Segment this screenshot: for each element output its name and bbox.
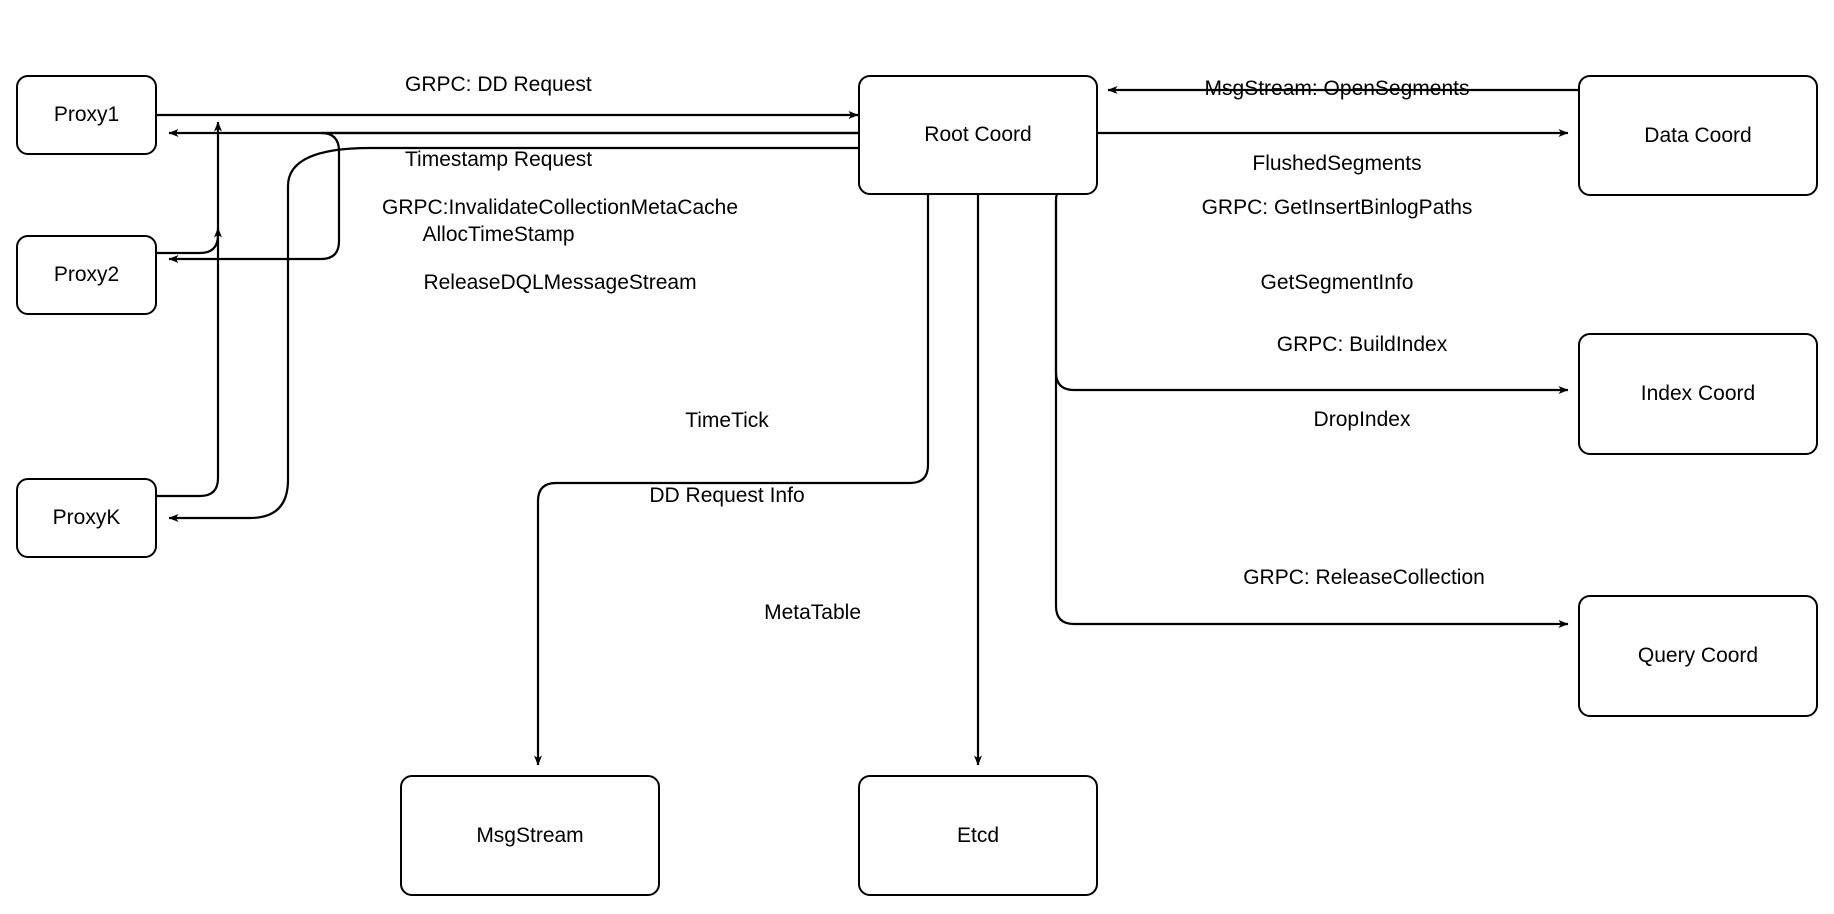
edge-label-root-to-proxy: GRPC:InvalidateCollectionMetaCache Relea… (382, 145, 738, 345)
node-msgstream-label: MsgStream (476, 823, 584, 847)
node-index-coord[interactable]: Index Coord (1578, 333, 1818, 455)
edge-proxyk-to-bus (157, 121, 222, 498)
edge-label-line: Timestamp Request (405, 148, 593, 171)
edge-label-line: GRPC: BuildIndex (1276, 333, 1448, 356)
node-root-coord[interactable]: Root Coord (858, 75, 1098, 195)
edge-label-root-to-indexcoord: GRPC: BuildIndex DropIndex (1277, 282, 1447, 482)
edge-label-root-to-msgstream: TimeTick DD Request Info (649, 358, 804, 558)
edge-label-line: GetSegmentInfo (1260, 271, 1414, 294)
edge-label-proxy-to-root: GRPC: DD Request Timestamp Request Alloc… (405, 22, 592, 297)
edge-label-line: GRPC: GetInsertBinlogPaths (1201, 196, 1473, 219)
node-etcd[interactable]: Etcd (858, 775, 1098, 896)
edge-label-line: DropIndex (1313, 408, 1411, 431)
edge-label-line: GRPC: DD Request (405, 73, 592, 96)
edge-label-line: ReleaseDQLMessageStream (423, 271, 697, 294)
edge-label-line: DD Request Info (649, 484, 805, 507)
node-proxy1-label: Proxy1 (53, 103, 120, 127)
node-data-coord[interactable]: Data Coord (1578, 75, 1818, 196)
node-root-coord-label: Root Coord (924, 123, 1032, 147)
edge-label-root-to-querycoord: GRPC: ReleaseCollection (1243, 515, 1485, 640)
edge-label-root-to-etcd: MetaTable (764, 550, 861, 675)
edge-proxy2-to-bus (157, 227, 222, 255)
node-msgstream[interactable]: MsgStream (400, 775, 660, 896)
node-index-coord-label: Index Coord (1640, 382, 1756, 406)
node-data-coord-label: Data Coord (1644, 123, 1752, 147)
node-proxy2[interactable]: Proxy2 (16, 235, 157, 315)
edge-label-line: GRPC:InvalidateCollectionMetaCache (382, 196, 739, 219)
edge-label-line: GRPC: ReleaseCollection (1243, 566, 1485, 589)
edge-label-datacoord-to-root: MsgStream: OpenSegments FlushedSegments (1205, 26, 1470, 226)
edge-label-line: AllocTimeStamp (422, 223, 575, 246)
node-query-coord[interactable]: Query Coord (1578, 595, 1818, 717)
node-proxy2-label: Proxy2 (53, 263, 120, 287)
edge-label-line: MsgStream: OpenSegments (1204, 77, 1470, 100)
edge-label-line: FlushedSegments (1252, 152, 1422, 175)
node-proxy1[interactable]: Proxy1 (16, 75, 157, 155)
node-etcd-label: Etcd (956, 823, 1000, 847)
node-proxyk[interactable]: ProxyK (16, 478, 157, 558)
edge-label-line: MetaTable (764, 601, 861, 624)
node-query-coord-label: Query Coord (1637, 644, 1759, 668)
edge-label-root-to-datacoord: GRPC: GetInsertBinlogPaths GetSegmentInf… (1202, 145, 1473, 345)
node-proxyk-label: ProxyK (52, 506, 121, 530)
edge-label-line: TimeTick (685, 409, 769, 432)
